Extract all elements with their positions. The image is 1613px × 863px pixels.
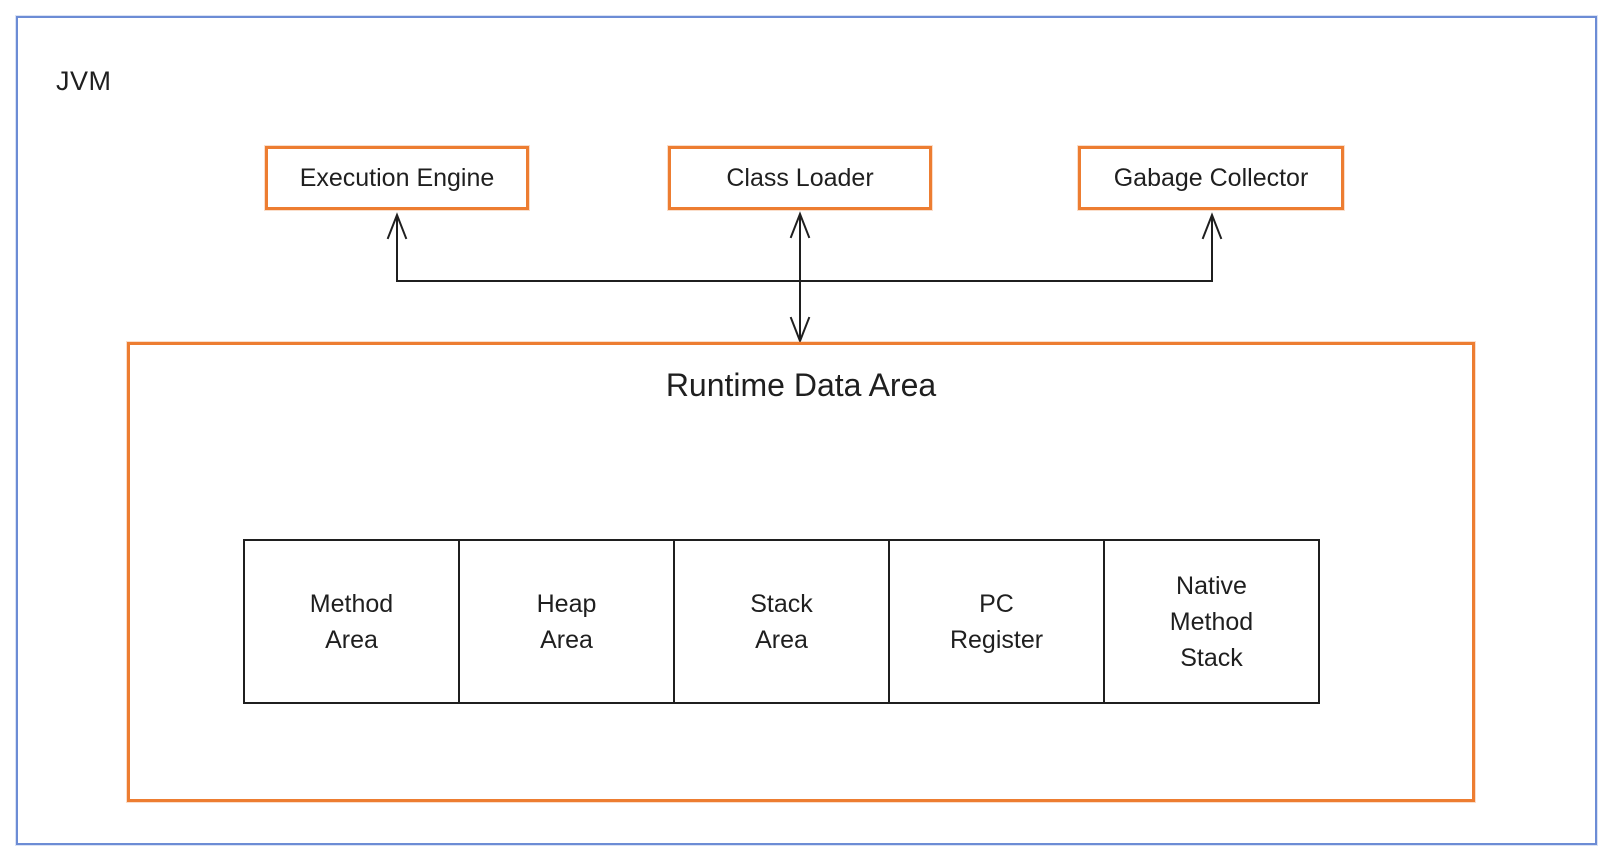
runtime-data-area-title: Runtime Data Area xyxy=(665,367,937,403)
runtime-data-area-box: Runtime Data Area Method Area Heap Area … xyxy=(127,342,1475,802)
garbage-collector-label: Gabage Collector xyxy=(1113,163,1309,192)
runtime-sections-row: Method Area Heap Area Stack Area PC Regi… xyxy=(243,539,1320,704)
jvm-label: JVM xyxy=(56,66,112,96)
section-pc-register: PC Register xyxy=(888,539,1105,704)
class-loader-label: Class Loader xyxy=(726,163,874,192)
section-heap-area: Heap Area xyxy=(458,539,675,704)
execution-engine-box: Execution Engine xyxy=(265,146,529,210)
execution-engine-label: Execution Engine xyxy=(299,163,495,192)
section-method-area: Method Area xyxy=(243,539,460,704)
section-stack-area: Stack Area xyxy=(673,539,890,704)
section-native-method-stack: Native Method Stack xyxy=(1103,539,1320,704)
garbage-collector-box: Gabage Collector xyxy=(1078,146,1344,210)
class-loader-box: Class Loader xyxy=(668,146,932,210)
